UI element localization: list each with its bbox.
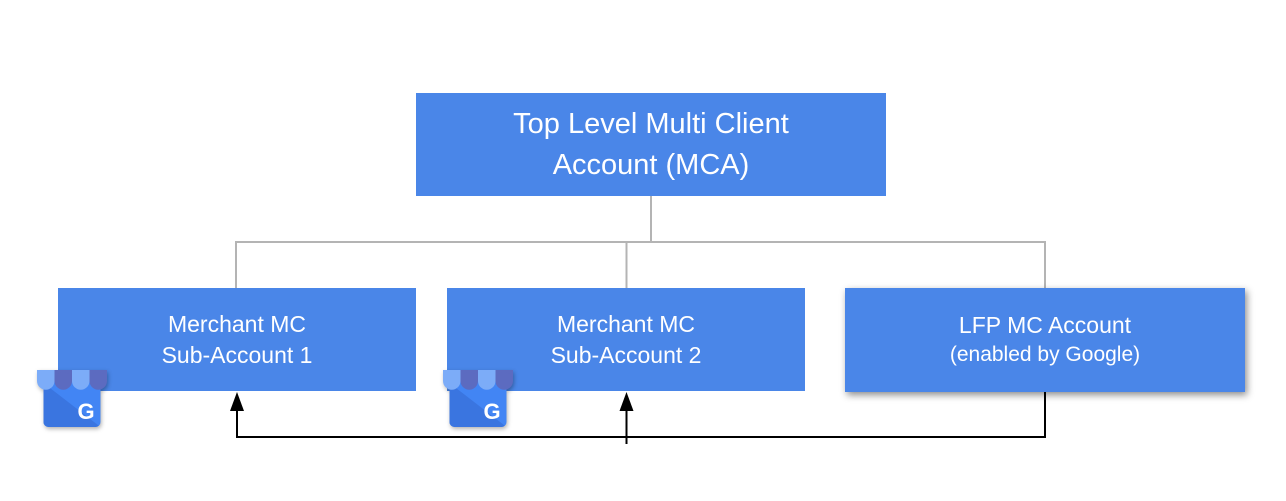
node-merchant-sub-account-1: Merchant MC Sub-Account 1 <box>58 288 416 391</box>
node-top-level-mca: Top Level Multi Client Account (MCA) <box>416 93 886 196</box>
google-my-business-icon <box>37 367 107 431</box>
google-my-business-icon <box>443 367 513 431</box>
node-label: Account (MCA) <box>552 148 750 181</box>
lfp-arrow-lines <box>236 391 1046 444</box>
arrowheads <box>230 392 634 411</box>
node-label: Top Level Multi Client <box>513 107 789 140</box>
node-label: Merchant MC <box>556 310 696 337</box>
node-label: (enabled by Google) <box>949 343 1141 366</box>
hierarchy-connectors <box>235 196 1046 289</box>
node-label: LFP MC Account <box>958 312 1132 338</box>
node-label: Sub-Account 2 <box>550 341 702 368</box>
node-label: Merchant MC <box>167 310 307 337</box>
arrowhead-to-sub1 <box>230 392 244 411</box>
node-lfp-mc-account: LFP MC Account (enabled by Google) <box>845 288 1245 392</box>
node-label: Sub-Account 1 <box>161 341 313 368</box>
arrowhead-to-sub2 <box>619 392 634 411</box>
